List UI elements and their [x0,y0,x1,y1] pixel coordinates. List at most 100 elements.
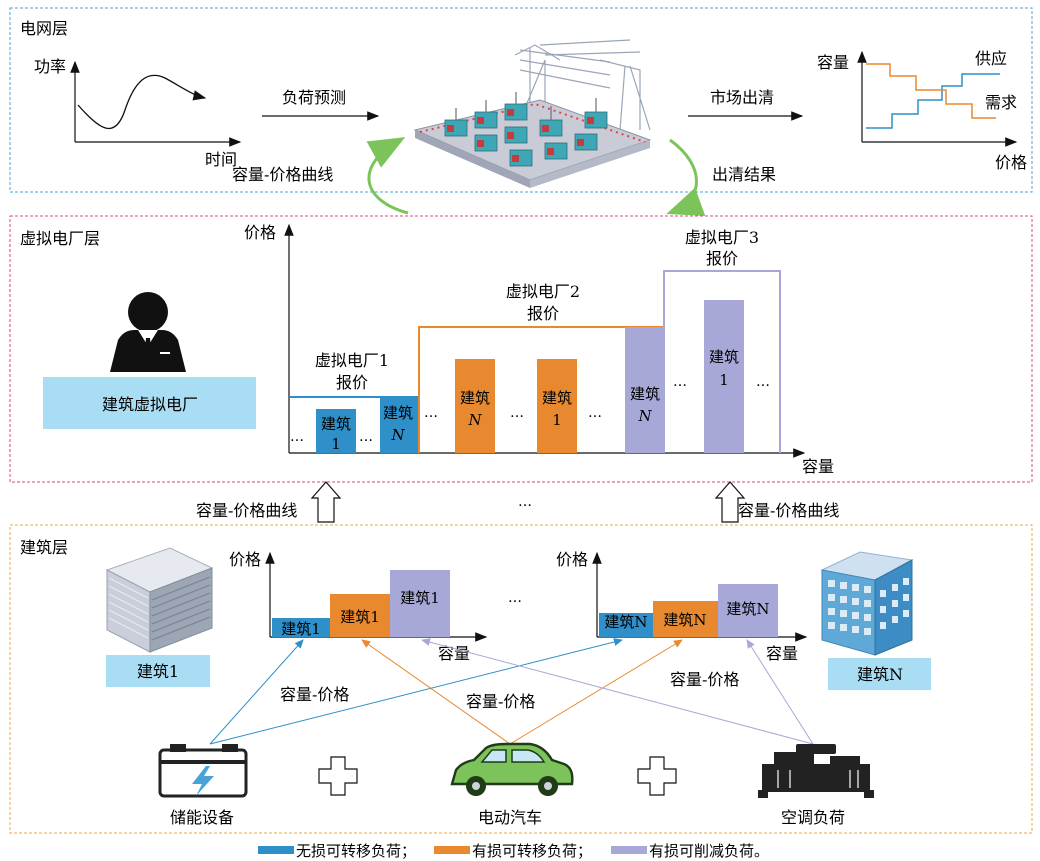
vpp2-bar1-label-bot: 1 [552,411,562,429]
market-ylabel: 容量 [817,53,849,72]
vpp1-barN-label-top: 建筑 [383,404,413,422]
electric-car-icon [450,742,574,796]
buildingN-chart-xlabel: 容量 [766,644,798,663]
building-layer-border [9,524,1033,834]
load-curve-ylabel: 功率 [34,57,66,76]
load-curve-chart: 功率 时间 [34,57,242,169]
buildingN-label: 建筑N [857,665,903,684]
vpp3-bar-building1 [704,300,744,453]
device-ac-label: 空调负荷 [781,808,845,827]
curve-label: 容量-价格曲线 [232,165,333,184]
vpp1-bid-label-line1: 虚拟电厂1 [315,351,389,370]
building1-illustration [105,547,214,653]
operator-person-icon [110,292,186,372]
device-storage-label: 储能设备 [170,808,234,827]
legend-swatch-orange [434,846,470,854]
vpp3-bar1-label-bot: 1 [719,371,729,389]
building1-label: 建筑1 [137,662,179,681]
vpp2-bar-building1 [537,359,577,453]
grid-layer-border [9,7,1033,193]
building1-chart-xlabel: 容量 [438,644,470,663]
vpp-ellipsis-6: … [673,374,687,390]
legend-item-2: 有损可转移负荷； [472,842,592,860]
buildingN-bid-chart: 建筑N 建筑N 建筑N 价格 容量 [556,550,808,663]
storage-to-b1-arrow [209,639,304,745]
grid-layer-title: 电网层 [20,19,68,38]
vpp2-bid-label-line1: 虚拟电厂2 [506,282,580,301]
demand-curve [866,63,996,119]
market-clearing-chart: 容量 价格 供应 需求 [817,49,1027,172]
demand-label: 需求 [985,93,1017,112]
building1-bar-blue-label: 建筑1 [281,620,321,638]
forecast-label: 负荷预测 [282,88,346,107]
buildingN-bar-purple-label: 建筑N [726,600,769,618]
vpp3-bar1-label-top: 建筑 [709,348,739,366]
market-xlabel: 价格 [995,153,1027,172]
building-layer: 建筑层 建筑1 [9,524,1033,834]
vpp-chart-xlabel: 容量 [802,457,834,476]
buildingN-bar-blue-label: 建筑N [604,613,647,631]
vpp2-bid-line [418,326,664,453]
building-charts-ellipsis: … [508,590,522,606]
building1-bar-orange [330,594,390,637]
plus-icon-right [637,756,677,796]
buildingN-illustration [820,551,914,656]
vpp-chart-ylabel: 价格 [244,223,276,242]
left-curve-label: 容量-价格曲线 [196,501,297,520]
legend-swatch-purple [611,846,647,854]
ac-to-b1-arrow [421,638,814,745]
ac-to-bN-arrow [746,639,814,745]
load-curve-xlabel: 时间 [205,150,237,169]
right-curve-label: 容量-价格曲线 [738,501,839,520]
vpp1-bar1-label-bot: 1 [331,435,341,453]
buildingN-chart-ylabel: 价格 [556,550,588,569]
building1-bar-purple-label: 建筑1 [400,589,440,607]
left-hollow-up-arrow [310,481,342,523]
vpp2-barN-label-top: 建筑 [460,389,490,407]
vpp-box-label: 建筑虚拟电厂 [102,395,198,414]
device-ev-label: 电动汽车 [478,808,542,827]
load-curve-line [77,74,207,130]
vpp-layer: 虚拟电厂层 建筑虚拟电厂 价格 容量 建筑 1 建筑 N 建筑 [9,215,1033,483]
legend-item-3: 有损可削减负荷。 [649,842,769,860]
vpp-ellipsis-7: … [756,374,770,390]
grid-layer: 电网层 功率 时间 负荷预测 [9,7,1033,216]
ac-unit-icon [758,744,874,798]
buildingN-bar-blue [599,613,653,637]
building1-bar-blue [272,618,330,637]
buildingN-label-box [828,658,931,690]
building1-bar-purple [390,570,450,637]
vpp3-barN-label-bot: N [637,407,652,425]
arrow-label-left: 容量-价格 [280,685,349,704]
building1-bid-chart: 建筑1 建筑1 建筑1 价格 容量 [229,550,488,663]
vpp-ellipsis-5: … [588,405,602,421]
clearing-label: 市场出清 [710,88,774,107]
legend-item-1: 无损可转移负荷； [296,842,416,860]
curve-green-arrow [366,137,409,215]
vpp-box [43,377,256,429]
vpp3-bid-label-line2: 报价 [706,249,738,268]
result-label: 出清结果 [712,165,776,184]
vpp-ellipsis-3: … [424,405,438,421]
vpp-layer-title: 虚拟电厂层 [20,229,100,248]
building1-bar-orange-label: 建筑1 [340,608,380,626]
vpp2-bar1-label-top: 建筑 [542,389,572,407]
building1-label-box [106,655,210,687]
middle-ellipsis: … [518,494,532,510]
building-layer-title: 建筑层 [20,538,68,557]
legend-swatch-blue [258,846,294,854]
inter-layer-arrows: 容量-价格曲线 … 容量-价格曲线 [196,481,839,523]
substation-illustration [413,39,652,188]
vpp-layer-border [9,215,1033,483]
storage-to-bN-arrow [209,638,623,745]
vpp3-bar-buildingN [625,327,665,453]
vpp-ellipsis-4: … [510,405,524,421]
vpp3-barN-label-top: 建筑 [630,385,660,403]
battery-storage-icon [158,744,248,798]
arrow-label-mid: 容量-价格 [466,692,535,711]
vpp2-barN-label-bot: N [467,411,482,429]
buildingN-bar-purple [718,584,778,637]
vpp1-bar-building1 [316,409,356,453]
vpp1-bar-buildingN [380,398,417,453]
vpp3-bid-label-line1: 虚拟电厂3 [685,228,759,247]
